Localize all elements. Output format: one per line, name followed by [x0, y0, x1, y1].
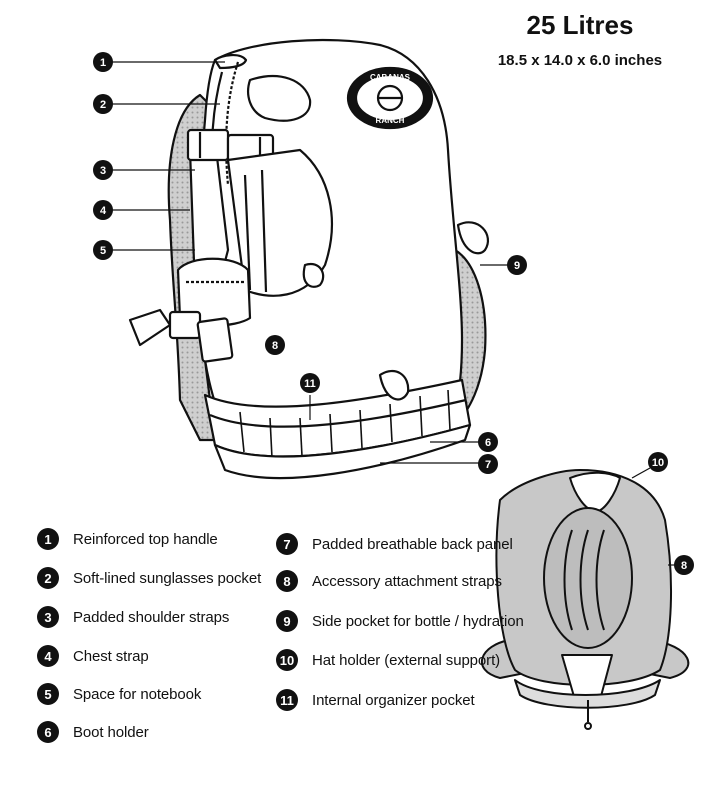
svg-text:7: 7 [485, 459, 491, 471]
svg-text:11: 11 [304, 378, 316, 390]
svg-text:9: 9 [514, 260, 520, 272]
svg-text:8: 8 [681, 560, 687, 572]
callout-10: 10 [648, 452, 668, 472]
svg-text:6: 6 [485, 437, 491, 449]
backpack-front-view [128, 38, 490, 480]
callout-9: 9 [507, 255, 527, 275]
svg-text:10: 10 [652, 457, 664, 469]
callout-4: 4 [93, 200, 113, 220]
callout-2: 2 [93, 94, 113, 114]
callout-5: 5 [93, 240, 113, 260]
logo-text-bottom: RANCH [376, 116, 405, 125]
svg-text:1: 1 [100, 57, 106, 69]
callout-1: 1 [93, 52, 113, 72]
logo-text-top: CABANAS [370, 73, 411, 82]
callout-6: 6 [478, 432, 498, 452]
svg-text:5: 5 [100, 245, 106, 257]
callout-11: 11 [300, 373, 320, 393]
svg-text:3: 3 [100, 165, 106, 177]
brand-logo [346, 66, 434, 130]
dimensions-subtitle: 18.5 x 14.0 x 6.0 inches [497, 52, 663, 69]
svg-text:4: 4 [100, 205, 107, 217]
svg-text:8: 8 [272, 340, 278, 352]
callout-7: 7 [478, 454, 498, 474]
leader-lines [112, 61, 675, 566]
callout-markers: 1 2 3 4 5 6 7 8 9 10 11 8 [93, 52, 694, 575]
callout-3: 3 [93, 160, 113, 180]
svg-text:2: 2 [100, 99, 106, 111]
callout-8-back: 8 [674, 555, 694, 575]
backpack-back-view [480, 469, 690, 730]
callout-8-front: 8 [265, 335, 285, 355]
capacity-title: 25 Litres [526, 10, 634, 40]
